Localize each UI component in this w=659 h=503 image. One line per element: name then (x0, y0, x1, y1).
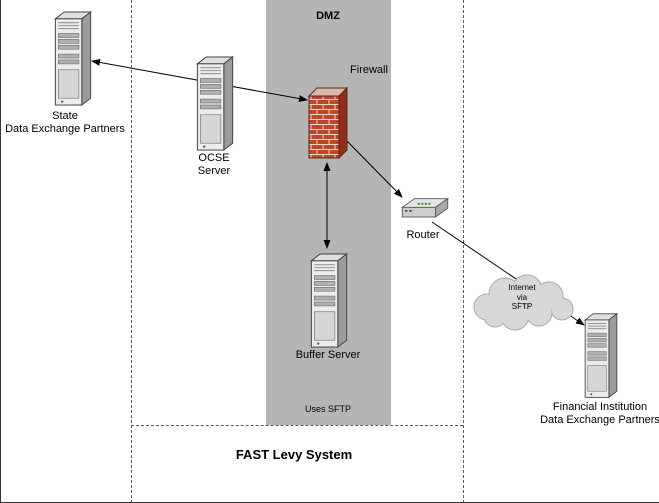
firewall-icon (307, 86, 349, 160)
financial-label: Financial Institution Data Exchange Part… (540, 401, 659, 427)
uses-sftp-label: Uses SFTP (304, 404, 352, 414)
state-label: State Data Exchange Partners (5, 110, 125, 136)
bottom-boundary-dashed-line (131, 425, 463, 426)
financial-label-line2: Data Exchange Partners (540, 414, 659, 426)
right-boundary-dashed-line (463, 0, 464, 502)
state-label-line2: Data Exchange Partners (5, 123, 125, 135)
state-server-icon (53, 10, 93, 108)
internet-label-line2: via (516, 292, 528, 302)
financial-label-line1: Financial Institution (552, 401, 648, 413)
router-label: Router (406, 229, 440, 241)
router-icon (400, 197, 450, 218)
ocse-label: OCSE Server (198, 152, 230, 178)
internet-label-line3: SFTP (511, 302, 533, 311)
firewall-label: Firewall (350, 64, 388, 76)
ocse-label-line1: OCSE (198, 152, 230, 164)
financial-server-icon (583, 312, 619, 400)
ocse-server-icon (195, 55, 235, 153)
ocse-label-line2: Server (197, 165, 231, 177)
internet-cloud-label: Internet via SFTP (508, 283, 535, 312)
internet-cloud-icon (473, 274, 574, 331)
dmz-label: DMZ (316, 10, 340, 22)
state-label-line1: State (52, 110, 78, 122)
diagram-title: FAST Levy System (235, 447, 353, 462)
buffer-server-label: Buffer Server (295, 349, 361, 361)
buffer-server-icon (309, 252, 349, 350)
internet-label-line1: Internet (508, 283, 536, 292)
left-boundary-dashed-line (131, 0, 132, 502)
